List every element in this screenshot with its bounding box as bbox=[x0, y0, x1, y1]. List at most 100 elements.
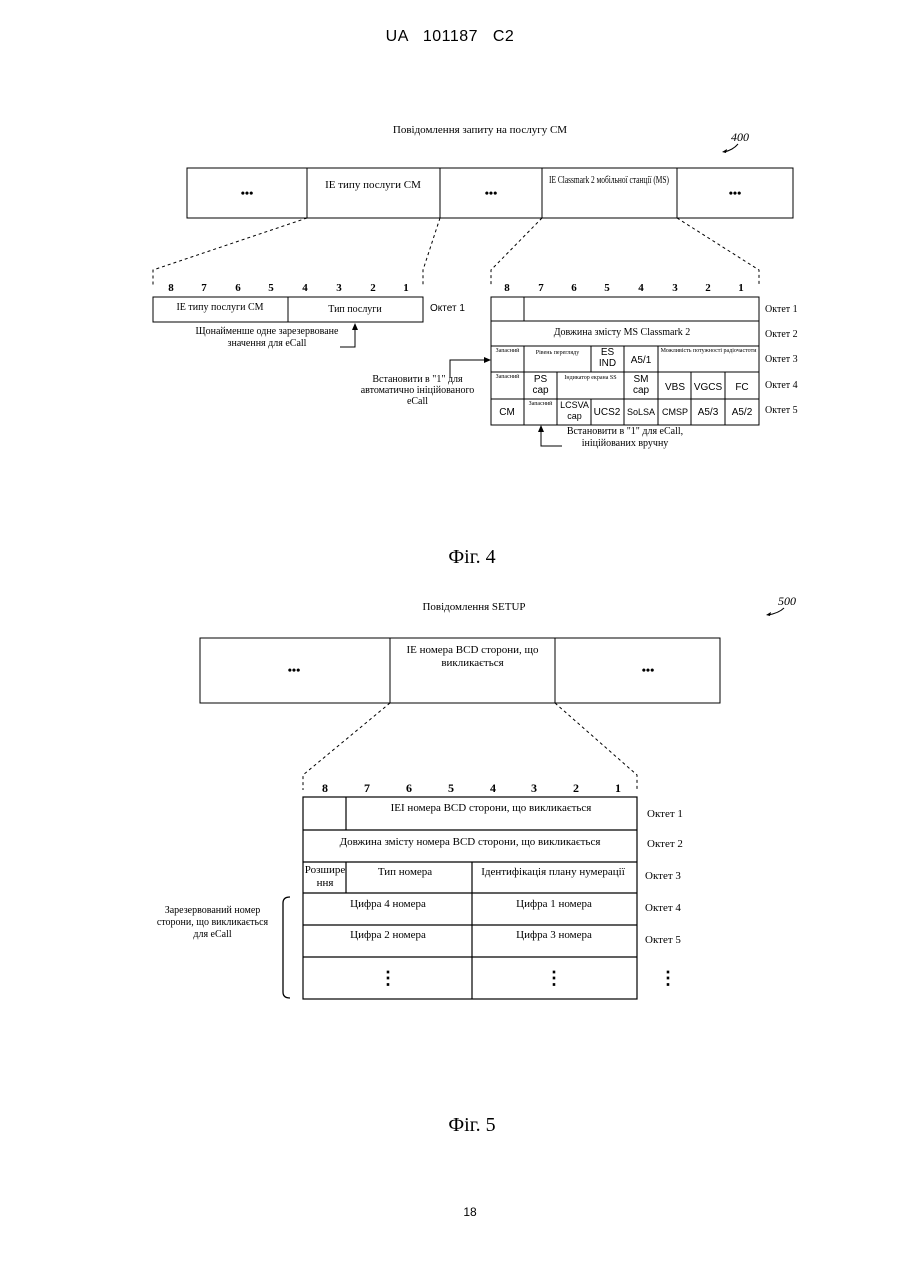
fig5-box-ellipsis-2: ••• bbox=[642, 663, 655, 677]
fig5-row4-digit1: Цифра 1 номера bbox=[516, 898, 592, 910]
fig4-r3-spare: Запасний bbox=[492, 348, 523, 355]
bit-number: 8 bbox=[168, 282, 174, 294]
fig4-expand-left bbox=[153, 218, 440, 285]
fig5-box-ellipsis-1: ••• bbox=[288, 663, 301, 677]
fig4-box-ellipsis-1: ••• bbox=[241, 186, 254, 200]
fig5-row2-length: Довжина змісту номера BCD сторони, що ви… bbox=[340, 836, 601, 848]
fig4-r5-ucs2: UCS2 bbox=[594, 407, 621, 418]
fig5-bracket bbox=[283, 897, 290, 998]
fig5-caption: Фіг. 5 bbox=[448, 1114, 495, 1136]
fig4-r5-cmsp: CMSP bbox=[662, 407, 688, 417]
fig4-r4-fc: FC bbox=[735, 382, 748, 393]
octet-label: Октет 4 bbox=[765, 380, 798, 391]
bit-number: 4 bbox=[302, 282, 308, 294]
fig4-r4-vbs: VBS bbox=[665, 382, 685, 393]
fig4-r5-cm: CM bbox=[499, 407, 515, 418]
fig4-left-note: Щонайменше одне зарезервоване значення д… bbox=[192, 326, 342, 350]
fig4-left-octet-label: Октет 1 bbox=[430, 303, 465, 314]
fig5-title: Повідомлення SETUP bbox=[422, 601, 525, 613]
fig4-r4-ss-screen: Індикатор екрана SS bbox=[558, 375, 623, 382]
fig4-box-service-type-ie: IE типу послуги CM bbox=[325, 179, 421, 191]
bit-number: 8 bbox=[504, 282, 510, 294]
bit-number: 2 bbox=[705, 282, 711, 294]
fig4-box-ellipsis-2: ••• bbox=[485, 186, 498, 200]
fig5-dots-octet: ⋮ bbox=[659, 968, 677, 988]
bit-number: 3 bbox=[672, 282, 678, 294]
bit-number: 4 bbox=[490, 781, 496, 795]
fig4-note-manual: Встановити в "1" для eCall, ініційованих… bbox=[560, 426, 690, 450]
bit-number: 7 bbox=[538, 282, 544, 294]
octet-label: Октет 1 bbox=[765, 304, 798, 315]
arrowhead bbox=[538, 425, 544, 432]
bit-number: 7 bbox=[201, 282, 207, 294]
bit-number: 4 bbox=[638, 282, 644, 294]
bit-number: 6 bbox=[406, 781, 412, 795]
bit-number: 5 bbox=[448, 781, 454, 795]
fig5-expand bbox=[303, 703, 637, 790]
fig4-r3-revision-level: Рівень перегляду bbox=[525, 350, 590, 357]
fig4-r5-lcsva-cap: LCSVA cap bbox=[558, 400, 591, 422]
fig4-box-classmark-ie: IE Classmark 2 мобільної станції (MS) bbox=[549, 175, 669, 186]
fig4-r4-ps-cap: PS cap bbox=[525, 374, 556, 396]
arrowhead bbox=[352, 323, 358, 330]
bit-number: 6 bbox=[235, 282, 241, 294]
fig4-right-bits: 8 7 6 5 4 3 2 1 bbox=[504, 282, 744, 294]
fig4-caption: Фіг. 4 bbox=[448, 546, 495, 568]
fig5-dots-left: ⋮ bbox=[379, 968, 397, 988]
fig5-row3-number-type: Тип номера bbox=[378, 866, 432, 878]
fig4-ref: 400 bbox=[731, 130, 749, 144]
fig4-r4-sm-cap: SM cap bbox=[625, 374, 657, 396]
fig4-r5-a53: A5/3 bbox=[698, 407, 719, 418]
fig4-r5-spare: Запасний bbox=[525, 401, 556, 408]
fig4-title: Повідомлення запиту на послугу CM bbox=[393, 124, 567, 136]
page-number: 18 bbox=[440, 1205, 500, 1219]
fig5-row3-numbering-plan: Ідентифікація плану нумерації bbox=[481, 866, 626, 878]
fig4-r4-spare: Запасний bbox=[492, 374, 523, 381]
bit-number: 1 bbox=[738, 282, 744, 294]
fig4-r3-a51: A5/1 bbox=[631, 355, 652, 366]
fig5-row1-iei: IEI номера BCD сторони, що викликається bbox=[391, 802, 592, 814]
octet-label: Октет 5 bbox=[765, 405, 798, 416]
fig5-row3-extension: Розширення bbox=[304, 864, 346, 890]
fig5-bits: 8 7 6 5 4 3 2 1 bbox=[322, 781, 621, 795]
octet-label: Октет 5 bbox=[645, 934, 681, 946]
octet-label: Октет 1 bbox=[647, 808, 683, 820]
fig4-note-auto: Встановити в "1" для автоматично ініційо… bbox=[355, 374, 480, 407]
bit-number: 2 bbox=[573, 781, 579, 795]
fig4-octet-labels: Октет 1 Октет 2 Октет 3 Октет 4 Октет 5 bbox=[765, 304, 798, 416]
bit-number: 5 bbox=[268, 282, 274, 294]
bit-number: 1 bbox=[403, 282, 409, 294]
fig4-classmark-line: IE Classmark 2 мобільної станції (MS) bbox=[549, 175, 669, 186]
fig5-row5-digit3: Цифра 3 номера bbox=[516, 929, 592, 941]
fig4-r3-es-ind: ES IND bbox=[592, 347, 623, 369]
bit-number: 3 bbox=[531, 781, 537, 795]
fig4-r5-solsa: SoLSA bbox=[627, 407, 655, 417]
fig5-octet-labels: Октет 1 Октет 2 Октет 3 Октет 4 Октет 5 bbox=[645, 808, 683, 946]
octet-label: Октет 3 bbox=[645, 870, 681, 882]
bit-number: 1 bbox=[615, 781, 621, 795]
fig4-left-bits: 8 7 6 5 4 3 2 1 bbox=[168, 282, 409, 294]
bit-number: 7 bbox=[364, 781, 370, 795]
octet-label: Октет 2 bbox=[765, 329, 798, 340]
bit-number: 8 bbox=[322, 781, 328, 795]
fig4-note-manual-arrow bbox=[541, 428, 562, 446]
fig5-row4-digit4: Цифра 4 номера bbox=[350, 898, 426, 910]
bit-number: 3 bbox=[336, 282, 342, 294]
fig5-ref: 500 bbox=[778, 594, 796, 608]
fig4-ref-arrowhead bbox=[722, 149, 727, 153]
arrowhead bbox=[484, 357, 491, 363]
fig5-ref-arrowhead bbox=[766, 612, 771, 616]
octet-label: Октет 4 bbox=[645, 902, 681, 914]
fig5-row5-digit2: Цифра 2 номера bbox=[350, 929, 426, 941]
bit-number: 6 bbox=[571, 282, 577, 294]
fig4-left-service-ie: IE типу послуги CM bbox=[176, 302, 263, 313]
bit-number: 5 bbox=[604, 282, 610, 294]
octet-label: Октет 2 bbox=[647, 838, 683, 850]
fig4-r5-a52: A5/2 bbox=[732, 407, 753, 418]
fig5-side-note: Зарезервований номер сторони, що виклика… bbox=[150, 905, 275, 941]
fig4-expand-right bbox=[491, 218, 759, 285]
fig4-row2-length: Довжина змісту MS Classmark 2 bbox=[554, 327, 691, 338]
bit-number: 2 bbox=[370, 282, 376, 294]
fig4-left-service-type: Тип послуги bbox=[328, 304, 382, 315]
